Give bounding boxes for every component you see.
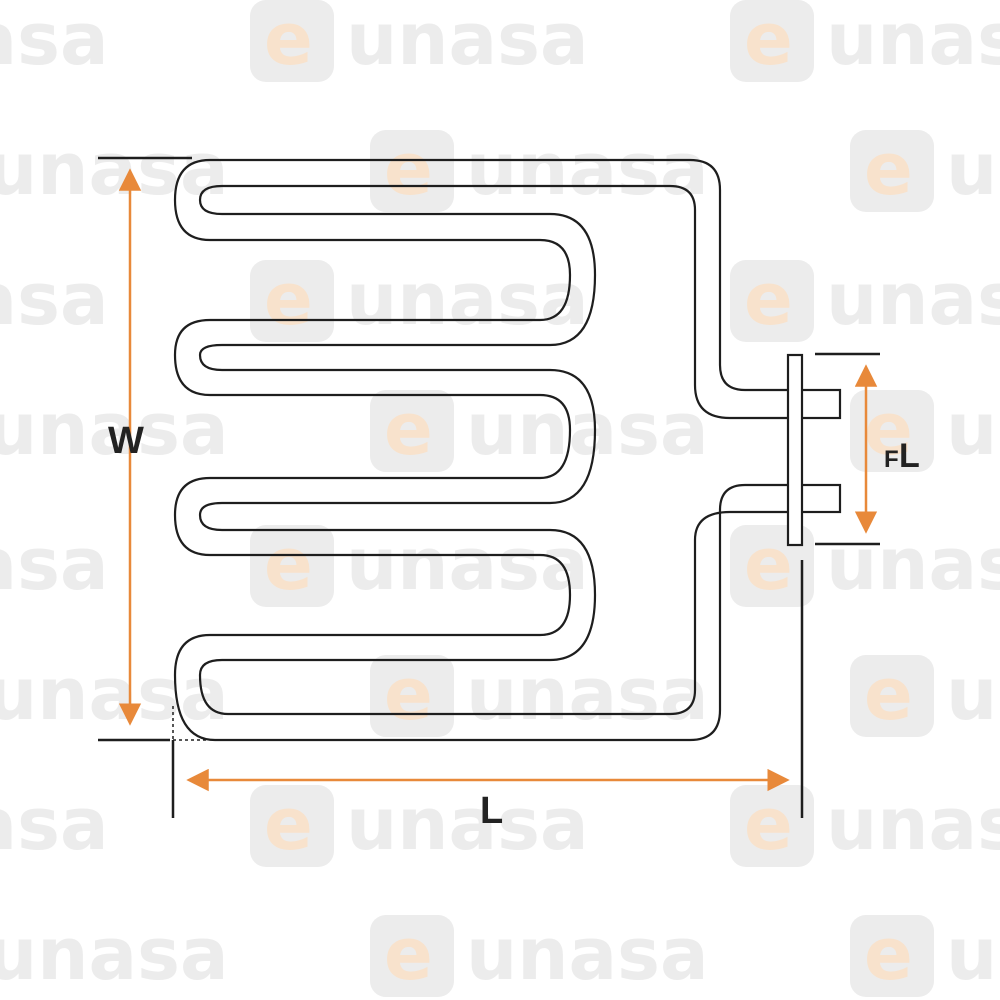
watermark-text: unasa xyxy=(466,652,709,736)
watermark-e-box xyxy=(370,655,454,737)
watermark-text: unasa xyxy=(346,0,589,81)
l-label: L xyxy=(480,790,503,832)
watermark-e-box xyxy=(850,655,934,737)
watermark-e-letter: e xyxy=(264,0,313,81)
watermark-e-letter: e xyxy=(384,127,433,211)
w-label: W xyxy=(108,420,144,462)
watermark-e-letter: e xyxy=(744,257,793,341)
watermark-e-letter: e xyxy=(864,127,913,211)
watermark-text: unasa xyxy=(346,257,589,341)
watermark-e-letter: e xyxy=(744,0,793,81)
watermark-text: unasa xyxy=(0,257,109,341)
watermark-e-box xyxy=(370,390,454,472)
watermark-e-letter: e xyxy=(264,522,313,606)
watermark-e-box xyxy=(370,915,454,997)
fl-label-big: L xyxy=(899,437,920,475)
watermark-text: unasa xyxy=(346,782,589,866)
watermark-e-box xyxy=(730,0,814,82)
watermark-e-box xyxy=(250,260,334,342)
watermark-text: unasa xyxy=(0,127,229,211)
watermark-e-box xyxy=(730,260,814,342)
watermark-text: unasa xyxy=(946,652,1000,736)
watermark-text: unasa xyxy=(0,522,109,606)
watermark-text: unasa xyxy=(0,652,229,736)
watermark-text: unasa xyxy=(946,127,1000,211)
watermark-e-box xyxy=(730,785,814,867)
heating-element-icon xyxy=(173,158,842,742)
watermark-text: unasa xyxy=(0,0,109,81)
watermark-text: unasa xyxy=(826,782,1000,866)
watermark-text: unasa xyxy=(0,912,229,996)
tube-inner-outline xyxy=(198,184,790,716)
watermark-e-letter: e xyxy=(264,782,313,866)
dimension-lines: W L F L xyxy=(98,156,920,832)
watermark-text: unasa xyxy=(466,387,709,471)
watermark-text: unasa xyxy=(0,782,109,866)
watermark-e-letter: e xyxy=(264,257,313,341)
fl-label-small: F xyxy=(884,446,899,473)
watermark-e-letter: e xyxy=(744,522,793,606)
tube-outer-outline xyxy=(173,158,790,742)
watermark-e-letter: e xyxy=(384,912,433,996)
watermark-e-box xyxy=(250,785,334,867)
watermark-e-letter: e xyxy=(384,652,433,736)
watermark-e-letter: e xyxy=(864,912,913,996)
watermark-text: unasa xyxy=(346,522,589,606)
watermark-e-box xyxy=(850,130,934,212)
watermark-text: unasa xyxy=(0,387,229,471)
watermark-e-box xyxy=(370,130,454,212)
watermark-text: unasa xyxy=(466,912,709,996)
watermark-e-box xyxy=(850,915,934,997)
watermark-e-letter: e xyxy=(864,652,913,736)
watermark-text: unasa xyxy=(946,387,1000,471)
watermark-e-letter: e xyxy=(744,782,793,866)
watermark-text: unasa xyxy=(826,522,1000,606)
watermark-text: unasa xyxy=(946,912,1000,996)
watermark-text: unasa xyxy=(826,0,1000,81)
watermark-text: unasa xyxy=(826,257,1000,341)
watermark-e-box xyxy=(250,525,334,607)
watermark-text: unasa xyxy=(466,127,709,211)
watermark-e-letter: e xyxy=(384,387,433,471)
flange-plate xyxy=(786,353,804,547)
watermark-e-box xyxy=(250,0,334,82)
